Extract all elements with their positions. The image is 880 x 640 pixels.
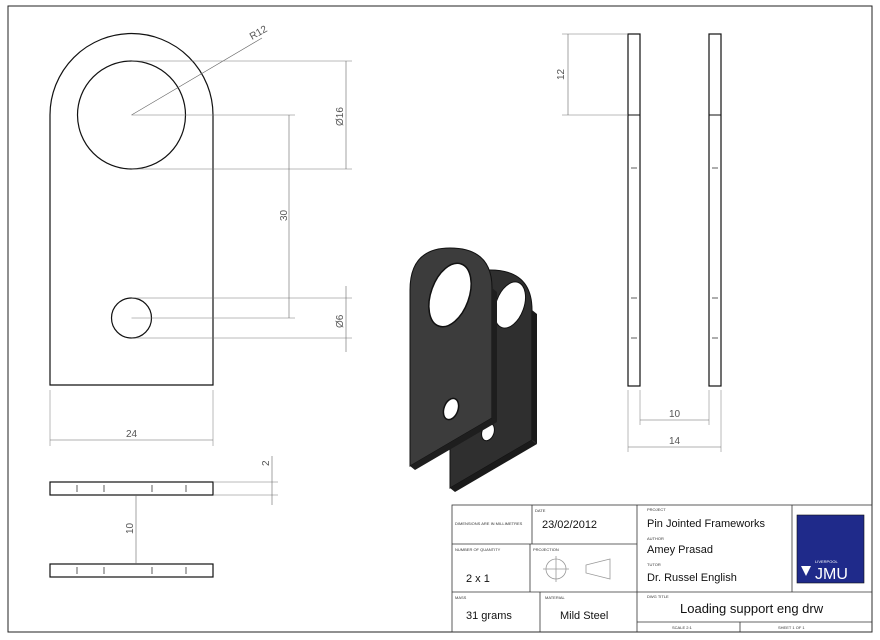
front-small-hole: [442, 397, 460, 421]
gap-label: 10: [125, 522, 136, 534]
hidden-lines: [76, 485, 187, 574]
sheet-label: SHEET 1 OF 1: [778, 625, 805, 630]
diameter-small-label: Ø6: [335, 314, 346, 328]
width-label: 24: [126, 429, 138, 440]
plate-outline: [49, 32, 214, 386]
tutor-value: Dr. Russel English: [647, 572, 737, 584]
author-label: AUTHOR: [647, 536, 664, 541]
project-label: PROJECT: [647, 507, 666, 512]
material-label: MATERIAL: [545, 595, 565, 600]
mass-label: MASS: [455, 595, 467, 600]
title-block-grid: [451, 504, 873, 633]
title-block: DIMENSIONS ARE IN MILLIMETRES DATE 23/02…: [451, 504, 873, 633]
quantity-label: NUMBER OF QUANTITY: [455, 547, 501, 552]
drawing-title-value: Loading support eng drw: [680, 601, 824, 616]
back-plate-bottom: [450, 440, 537, 492]
hidden-lines: [631, 167, 718, 339]
quantity-value: 2 x 1: [466, 573, 490, 585]
back-plate-edge: [532, 310, 537, 444]
logo-small-text: LIVERPOOL: [815, 559, 838, 564]
date-value: 23/02/2012: [542, 519, 597, 531]
material-value: Mild Steel: [560, 610, 608, 622]
center-distance-label: 30: [279, 209, 290, 221]
top-offset-label: 12: [556, 68, 567, 80]
project-value: Pin Jointed Frameworks: [647, 518, 765, 530]
mass-value: 31 grams: [466, 610, 512, 622]
dimensions-note-label: DIMENSIONS ARE IN MILLIMETRES: [455, 521, 523, 526]
author-value: Amey Prasad: [647, 544, 713, 556]
diameter-large-label: Ø16: [335, 107, 346, 126]
left-plate-side: [627, 33, 641, 387]
liver-bird-icon: [801, 566, 811, 576]
front-plate-edge: [492, 288, 497, 422]
thickness-label: 2: [261, 460, 272, 466]
side-view: 12 10 14: [556, 33, 722, 452]
tutor-label: TUTOR: [647, 562, 661, 567]
isometric-view: [409, 247, 537, 492]
upper-plate: [49, 481, 214, 496]
projection-symbol: [543, 556, 611, 582]
lower-plate: [49, 563, 214, 578]
scale-label: SCALE 2:1: [672, 625, 693, 630]
logo-text: JMU: [815, 566, 848, 583]
date-label: DATE: [535, 508, 546, 513]
front-view: R12 Ø16 30 Ø6 24: [49, 24, 352, 446]
inner-width-label: 10: [669, 409, 681, 420]
front-plate-bottom: [410, 418, 497, 470]
university-logo: LIVERPOOL JMU: [796, 514, 865, 584]
drawing-title-label: DWG TITLE: [647, 594, 669, 599]
drawing-border: [7, 5, 873, 633]
front-large-hole: [428, 262, 472, 328]
right-plate-side: [708, 33, 722, 387]
outer-width-label: 14: [669, 436, 681, 447]
radius-leader: [131, 37, 263, 116]
projection-label: PROJECTION: [533, 547, 559, 552]
plan-view: 2 10: [49, 456, 278, 578]
